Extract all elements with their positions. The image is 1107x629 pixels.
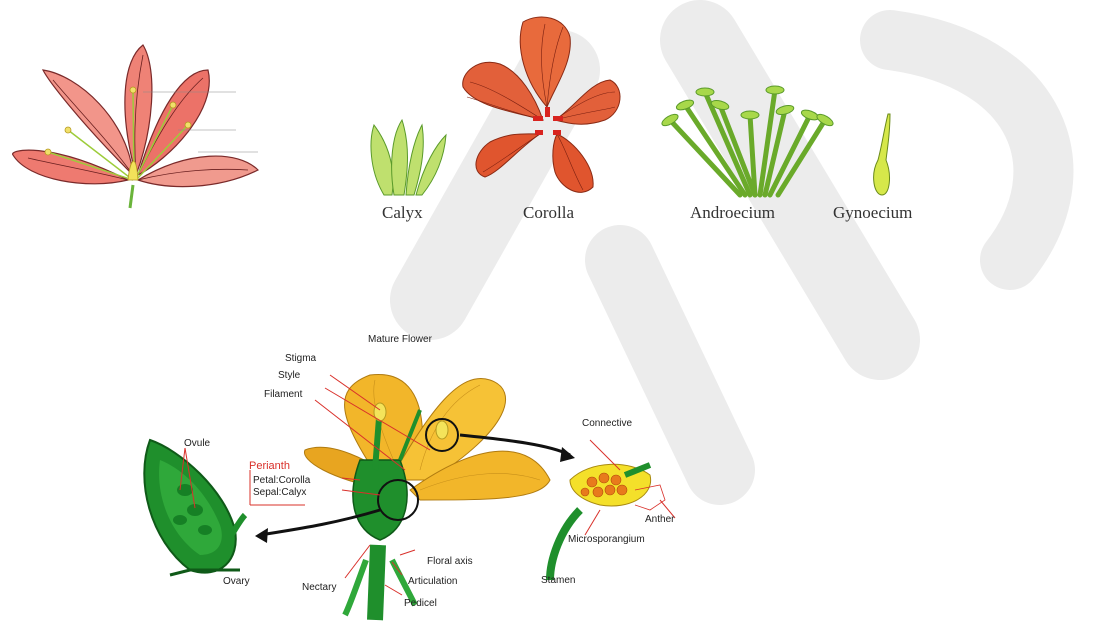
- pedicel-label: Pedicel: [404, 598, 437, 609]
- ovary-detail: [144, 440, 245, 575]
- mature-flower-title: Mature Flower: [368, 334, 432, 345]
- corolla-label: Corolla: [523, 203, 574, 223]
- connective-label: Connective: [582, 418, 632, 429]
- gynoecium-illustration: [860, 110, 900, 200]
- filament-label: Filament: [264, 389, 302, 400]
- corolla-illustration: [455, 12, 625, 202]
- perianth-label: Perianth: [249, 460, 290, 472]
- ovary-label: Ovary: [223, 576, 250, 587]
- ovule-label: Ovule: [184, 438, 210, 449]
- calyx-illustration: [364, 110, 454, 200]
- articulation-label: Articulation: [408, 576, 457, 587]
- calyx-label: Calyx: [382, 203, 423, 223]
- sepal-calyx-label: Sepal:Calyx: [253, 487, 306, 498]
- petal-corolla-label: Petal:Corolla: [253, 475, 310, 486]
- style-label: Style: [278, 370, 300, 381]
- floral-axis-label: Floral axis: [427, 556, 473, 567]
- androecium-illustration: [660, 80, 840, 200]
- anther-label: Anther: [645, 514, 674, 525]
- lily-flower-illustration: [8, 40, 268, 210]
- stamen-label: Stamen: [541, 575, 575, 586]
- nectary-label: Nectary: [302, 582, 336, 593]
- androecium-label: Androecium: [690, 203, 775, 223]
- stigma-label: Stigma: [285, 353, 316, 364]
- microsporangium-label: Microsporangium: [568, 534, 645, 545]
- stamen-detail: [550, 440, 675, 580]
- gynoecium-label: Gynoecium: [833, 203, 912, 223]
